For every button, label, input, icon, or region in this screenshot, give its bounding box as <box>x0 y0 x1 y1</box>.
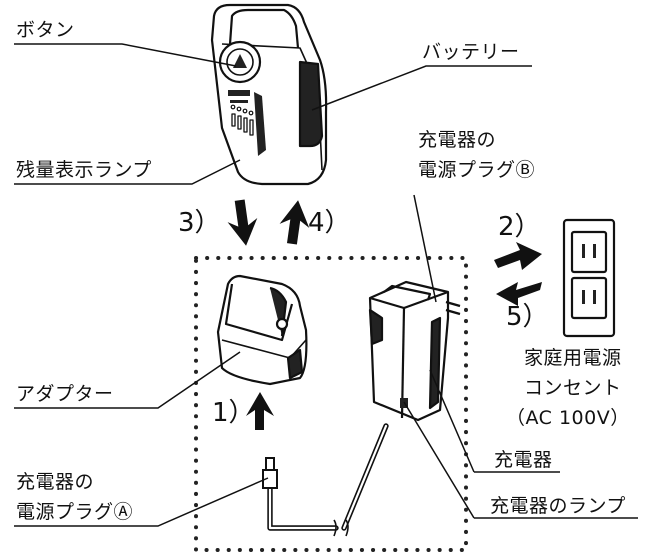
label-adapter: アダプター <box>16 383 114 405</box>
step-3-label: 3） <box>178 208 221 238</box>
label-outlet-line3: （AC 100V） <box>506 407 630 429</box>
label-indicator-lamp: 残量表示ランプ <box>16 159 152 181</box>
label-outlet-line2: コンセント <box>524 377 622 399</box>
adapter <box>216 274 308 386</box>
cable <box>267 423 389 531</box>
label-outlet-line1: 家庭用電源 <box>524 347 622 369</box>
step-4-label: 4） <box>308 208 351 238</box>
label-battery: バッテリー <box>422 41 520 63</box>
plug-a-connector <box>262 457 278 489</box>
label-charger-plug-b-line2: 電源プラグⒷ <box>418 159 536 181</box>
label-charger-plug-a-line1: 充電器の <box>16 471 95 493</box>
arrow-step3-down <box>227 199 258 246</box>
dotted-region <box>194 256 468 552</box>
charger-body <box>368 280 461 422</box>
step-1-label: 1） <box>212 398 255 428</box>
battery-pack <box>210 3 328 186</box>
arrow-step2-right <box>494 242 542 270</box>
label-charger-lamp: 充電器のランプ <box>490 495 626 517</box>
arrow-step1-up <box>246 392 274 430</box>
step-2-label: 2） <box>498 212 541 242</box>
leader-lines <box>14 43 638 527</box>
arrow-step5-left <box>496 282 542 306</box>
label-charger-plug-a-line2: 電源プラグⒶ <box>16 501 134 523</box>
step-5-label: 5） <box>506 302 549 332</box>
wall-outlet <box>562 218 616 338</box>
arrow-step4-up <box>279 200 310 245</box>
cable-break <box>333 519 349 537</box>
label-button: ボタン <box>16 19 75 41</box>
label-charger: 充電器 <box>494 449 553 471</box>
label-charger-plug-b-line1: 充電器の <box>418 129 497 151</box>
